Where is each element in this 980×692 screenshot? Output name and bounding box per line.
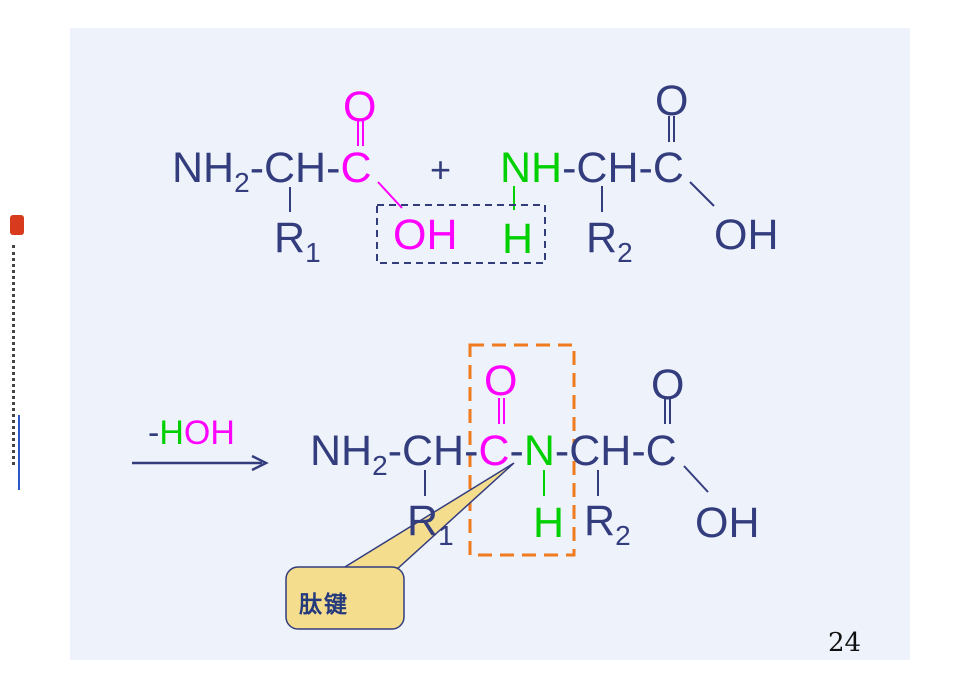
plus-sign: + xyxy=(430,149,452,190)
arrow-label-h: H xyxy=(159,414,184,452)
reactant-2-amino: NH-CH-C xyxy=(500,147,684,190)
r1-letter: R xyxy=(274,214,306,262)
r1-subscript: 1 xyxy=(305,237,321,268)
r2-group: R2 xyxy=(586,214,633,267)
logo-icon xyxy=(10,215,24,235)
product-chain: NH2-CH-C-N-CH-C xyxy=(310,427,677,480)
peptide-hydrogen: H xyxy=(533,499,565,547)
r2-letter: R xyxy=(586,214,618,262)
hydrogen-amine: H xyxy=(502,215,534,263)
hydroxyl-right: OH xyxy=(714,211,779,259)
ch-group: -CH- xyxy=(249,144,341,192)
amino-nh: NH xyxy=(172,144,235,192)
page-number: 24 xyxy=(828,628,862,658)
hydroxyl-left: OH xyxy=(393,211,458,259)
product-nh: NH xyxy=(310,427,373,475)
peptide-oxygen: O xyxy=(484,357,518,405)
ch-c-group: -CH-C xyxy=(562,144,684,192)
peptide-bond-callout: 肽键 xyxy=(299,592,349,618)
product-r1: R1 xyxy=(407,497,454,550)
r2-subscript: 2 xyxy=(617,237,633,268)
peptide-nitrogen: N xyxy=(523,427,555,475)
r1-group: R1 xyxy=(274,214,321,267)
product-r2-subscript: 2 xyxy=(615,520,631,551)
amine-nh: NH xyxy=(500,144,563,192)
product-ch: -CH- xyxy=(387,427,479,475)
product-hydroxyl: OH xyxy=(695,499,760,547)
carbonyl-carbon: C xyxy=(340,144,372,192)
subscript-2: 2 xyxy=(234,167,250,198)
product-r1-letter: R xyxy=(407,497,439,545)
product-subscript-2: 2 xyxy=(372,450,388,481)
peptide-carbon: C xyxy=(478,427,510,475)
arrow-label: -HOH xyxy=(148,416,235,450)
arrow-label-oh: OH xyxy=(183,414,235,452)
product-r1-subscript: 1 xyxy=(438,520,454,551)
product-oxygen-right: O xyxy=(651,361,685,409)
product-r2-letter: R xyxy=(584,497,616,545)
watermark xyxy=(10,215,26,495)
oxygen-right: O xyxy=(655,77,689,125)
product-r2: R2 xyxy=(584,497,631,550)
reactant-1-amino: NH2-CH-C xyxy=(172,144,372,197)
watermark-link xyxy=(18,415,20,490)
watermark-text xyxy=(12,245,19,465)
product-dash: - xyxy=(509,427,524,475)
oxygen-left: O xyxy=(343,83,377,131)
product-ch-c: -CH-C xyxy=(554,427,677,475)
arrow-label-minus: - xyxy=(148,414,160,452)
